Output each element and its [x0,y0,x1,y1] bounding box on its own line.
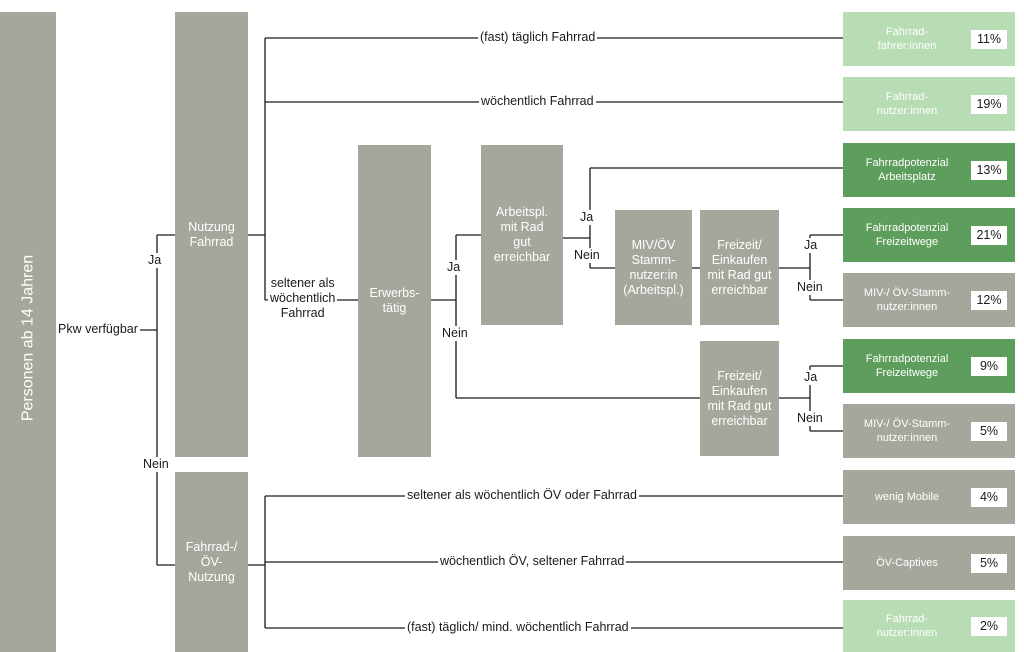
outcome-percent: 4% [971,487,1007,507]
branch-taeglich-mind: (fast) täglich/ mind. wöchentlich Fahrra… [405,620,631,635]
outcome-miv-oev-2: MIV-/ ÖV-Stamm- nutzer:innen 5% [843,404,1015,458]
outcome-label: Fahrradpotenzial Freizeitwege [865,353,949,379]
outcome-percent: 19% [971,94,1007,114]
outcome-label: MIV-/ ÖV-Stamm- nutzer:innen [863,287,951,313]
branch-seltener: seltener als wöchentlich Fahrrad [268,276,338,321]
outcome-percent: 13% [971,160,1007,180]
outcome-label: wenig Mobile [874,491,940,503]
outcome-percent: 21% [971,225,1007,245]
outcome-label: ÖV-Captives [876,557,938,569]
freizeit2-ja-label: Ja [802,370,820,385]
freizeit-box-2: Freizeit/ Einkaufen mit Rad gut erreichb… [700,341,779,456]
nutzung-fahrrad-box: Nutzung Fahrrad [175,12,248,457]
freizeit1-ja-label: Ja [802,238,820,253]
outcome-wenig-mobile: wenig Mobile 4% [843,470,1015,524]
outcome-label: Fahrrad- nutzer:innen [876,91,938,117]
outcome-label: MIV-/ ÖV-Stamm- nutzer:innen [863,418,951,444]
freizeit2-nein-label: Nein [795,411,825,426]
miv-oev-stammnutzer-box: MIV/ÖV Stamm- nutzer:in (Arbeitspl.) [615,210,692,325]
outcome-percent: 2% [971,616,1007,636]
outcome-label: Fahrrad- nutzer:innen [876,613,938,639]
pkw-nein-label: Nein [141,457,171,472]
outcome-percent: 5% [971,421,1007,441]
arbeitsplatz-box: Arbeitspl. mit Rad gut erreichbar [481,145,563,325]
outcome-potenzial-arbeitsplatz: Fahrradpotenzial Arbeitsplatz 13% [843,143,1015,197]
fahrrad-oev-nutzung-box: Fahrrad-/ ÖV- Nutzung [175,472,248,652]
outcome-label: Fahrradpotenzial Freizeitwege [865,222,949,248]
branch-woechentlich: wöchentlich Fahrrad [479,94,596,109]
outcome-fahrradfahrer: Fahrrad- fahrer:innen 11% [843,12,1015,66]
arbeitsplatz-ja-label: Ja [578,210,596,225]
outcome-percent: 11% [971,29,1007,49]
erwerbstaetig-nein-label: Nein [440,326,470,341]
erwerbstaetig-box: Erwerbs- tätig [358,145,431,457]
outcome-potenzial-freizeit-2: Fahrradpotenzial Freizeitwege 9% [843,339,1015,393]
outcome-potenzial-freizeit-1: Fahrradpotenzial Freizeitwege 21% [843,208,1015,262]
branch-seltener-oev: seltener als wöchentlich ÖV oder Fahrrad [405,488,639,503]
root-box: Personen ab 14 Jahren [0,12,56,652]
erwerbstaetig-ja-label: Ja [445,260,463,275]
branch-woechentlich-oev: wöchentlich ÖV, seltener Fahrrad [438,554,627,569]
outcome-percent: 12% [971,290,1007,310]
outcome-fahrradnutzer-oev: Fahrrad- nutzer:innen 2% [843,600,1015,652]
pkw-ja-label: Ja [146,253,164,268]
outcome-percent: 9% [971,356,1007,376]
freizeit1-nein-label: Nein [795,280,825,295]
pkw-label: Pkw verfügbar [56,322,140,337]
outcome-label: Fahrrad- fahrer:innen [877,26,937,52]
branch-taeglich: (fast) täglich Fahrrad [478,30,598,45]
outcome-percent: 5% [971,553,1007,573]
outcome-label: Fahrradpotenzial Arbeitsplatz [865,157,949,183]
outcome-oev-captives: ÖV-Captives 5% [843,536,1015,590]
outcome-fahrradnutzer: Fahrrad- nutzer:innen 19% [843,77,1015,131]
arbeitsplatz-nein-label: Nein [572,248,602,263]
outcome-miv-oev-1: MIV-/ ÖV-Stamm- nutzer:innen 12% [843,273,1015,327]
freizeit-box-1: Freizeit/ Einkaufen mit Rad gut erreichb… [700,210,779,325]
root-label: Personen ab 14 Jahren [19,254,37,422]
